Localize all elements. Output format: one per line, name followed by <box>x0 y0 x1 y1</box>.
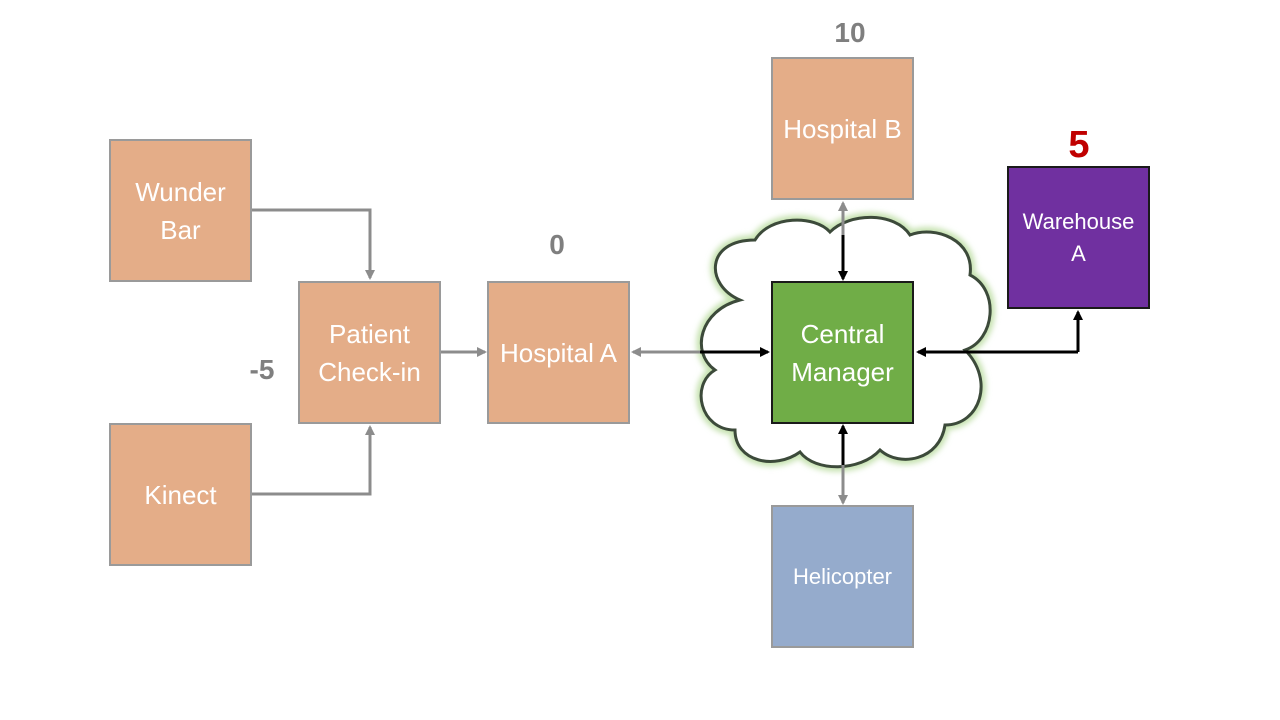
value-warehouse-a: 5 <box>1068 124 1090 166</box>
node-hospital-b[interactable]: Hospital B <box>771 57 914 200</box>
node-warehouse-a[interactable]: Warehouse A <box>1007 166 1150 309</box>
node-patient-checkin[interactable]: Patient Check-in <box>298 281 441 424</box>
node-central-manager[interactable]: Central Manager <box>771 281 914 424</box>
node-helicopter[interactable]: Helicopter <box>771 505 914 648</box>
connector-kinect-checkin <box>252 425 375 496</box>
node-kinect[interactable]: Kinect <box>109 423 252 566</box>
node-wunder-bar[interactable]: Wunder Bar <box>109 139 252 282</box>
value-patient-checkin: -5 <box>249 354 275 385</box>
connector-wunderbar-checkin <box>252 208 375 280</box>
value-hospital-b: 10 <box>834 17 866 48</box>
value-hospital-a: 0 <box>549 229 565 260</box>
node-hospital-a[interactable]: Hospital A <box>487 281 630 424</box>
